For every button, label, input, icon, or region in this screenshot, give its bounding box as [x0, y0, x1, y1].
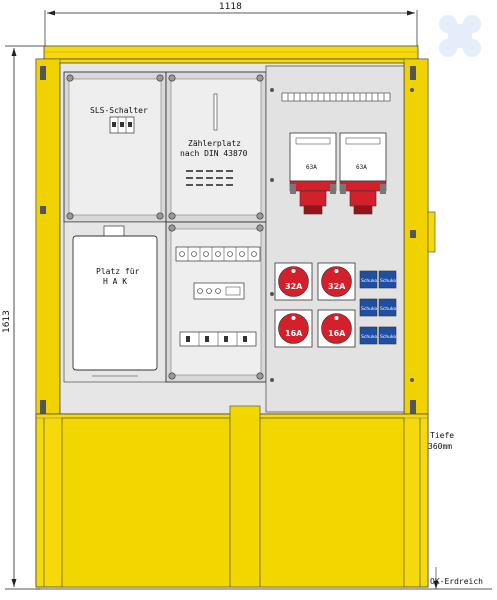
depth-label: Tiefe: [430, 431, 454, 440]
meter-vent-slots: [186, 170, 233, 186]
cee-16a-socket: 16A: [274, 309, 313, 348]
schuko-label: Schuko: [361, 334, 377, 340]
schuko-label: Schuko: [380, 278, 396, 284]
breaker-panel: [165, 221, 267, 383]
cee-63a-socket: 63A: [289, 132, 337, 215]
height-dimension: 1613: [2, 45, 45, 590]
width-dimension: 1118: [44, 2, 418, 48]
cee-32a-socket: 32A: [274, 262, 313, 301]
depth-value: 360mm: [428, 442, 452, 451]
schuko-label: Schuko: [380, 334, 396, 340]
cee-63a-socket: 63A: [339, 132, 387, 215]
schuko-socket: Schuko: [359, 270, 377, 289]
hak-panel: Platz für H A K: [63, 221, 167, 383]
sls-title: SLS-Schalter: [90, 106, 148, 115]
cee-32a-label-1: 32A: [285, 282, 303, 291]
meter-panel: Zählerplatz nach DIN 43870: [165, 71, 267, 223]
ground-label: OK-Erdreich: [430, 577, 483, 586]
watermark-logo: [439, 15, 481, 57]
hak-title-line2: H A K: [103, 277, 127, 286]
hak-title-line1: Platz für: [96, 267, 140, 276]
meter-title-line1: Zählerplatz: [188, 139, 241, 148]
cee-16a-socket: 16A: [317, 309, 356, 348]
schuko-socket: Schuko: [359, 326, 377, 345]
cee-32a-label-2: 32A: [328, 282, 346, 291]
schuko-label: Schuko: [380, 306, 396, 312]
cee-63a-label-2: 63A: [356, 164, 367, 171]
breaker-row-top: [175, 246, 261, 262]
breaker-row-bottom: [179, 331, 257, 347]
door-handle: [427, 211, 436, 253]
schuko-label: Schuko: [361, 278, 377, 284]
schuko-socket: Schuko: [378, 326, 396, 345]
sls-panel: SLS-Schalter: [63, 71, 167, 223]
schuko-label: Schuko: [361, 306, 377, 312]
housing-roof: [43, 45, 419, 60]
terminal-strip: [281, 92, 391, 102]
schuko-socket: Schuko: [378, 298, 396, 317]
cee-63a-label-1: 63A: [306, 164, 317, 171]
meter-title-line2: nach DIN 43870: [180, 149, 248, 158]
schuko-socket: Schuko: [359, 298, 377, 317]
cabinet-base: [35, 405, 429, 588]
height-label: 1613: [2, 310, 12, 333]
width-label: 1118: [219, 2, 242, 12]
cee-16a-label-2: 16A: [328, 329, 346, 338]
socket-panel: 63A 63A 32A 32A: [265, 65, 414, 413]
schuko-socket: Schuko: [378, 270, 396, 289]
left-door-edge: [35, 58, 61, 415]
ground-line: OK-Erdreich: [36, 567, 492, 590]
cee-16a-label-1: 16A: [285, 329, 303, 338]
meter-window: [213, 93, 218, 131]
cee-32a-socket: 32A: [317, 262, 356, 301]
rcd-unit: [193, 282, 245, 300]
sls-breaker: [109, 116, 135, 134]
